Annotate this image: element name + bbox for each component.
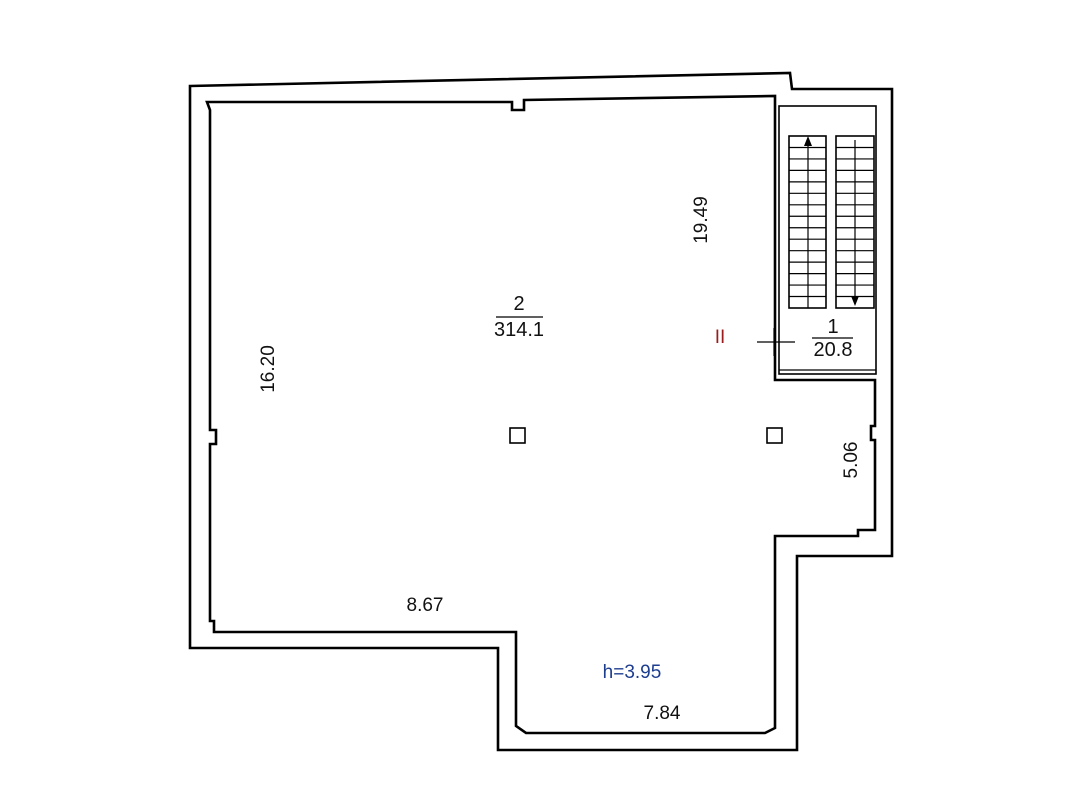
outer-wall: [188, 71, 894, 752]
dimension-left: 16.20: [258, 345, 279, 393]
dimension-right-lower: 5.06: [841, 442, 862, 479]
stair-steps: [789, 146, 874, 298]
stair-arrow-down-icon: [851, 296, 859, 306]
section-mark: II: [715, 327, 726, 348]
dimension-bottom-left: 8.67: [407, 595, 444, 616]
column-left: [509, 427, 526, 444]
room-1-number: 1: [827, 316, 838, 338]
stair-arrow-up-icon: [804, 136, 812, 146]
ceiling-height-note: h=3.95: [603, 662, 662, 683]
stair-room-wall: [778, 105, 877, 375]
stair-flight-right: [835, 135, 875, 309]
room-2-area: 314.1: [494, 319, 544, 341]
column-right: [766, 427, 783, 444]
staircase: [788, 135, 875, 309]
room-1-area: 20.8: [814, 339, 853, 361]
room-2-number: 2: [513, 293, 524, 315]
inner-wall: [205, 94, 877, 735]
dimension-bottom-right: 7.84: [644, 703, 681, 724]
dimension-right-upper: 19.49: [691, 196, 712, 244]
